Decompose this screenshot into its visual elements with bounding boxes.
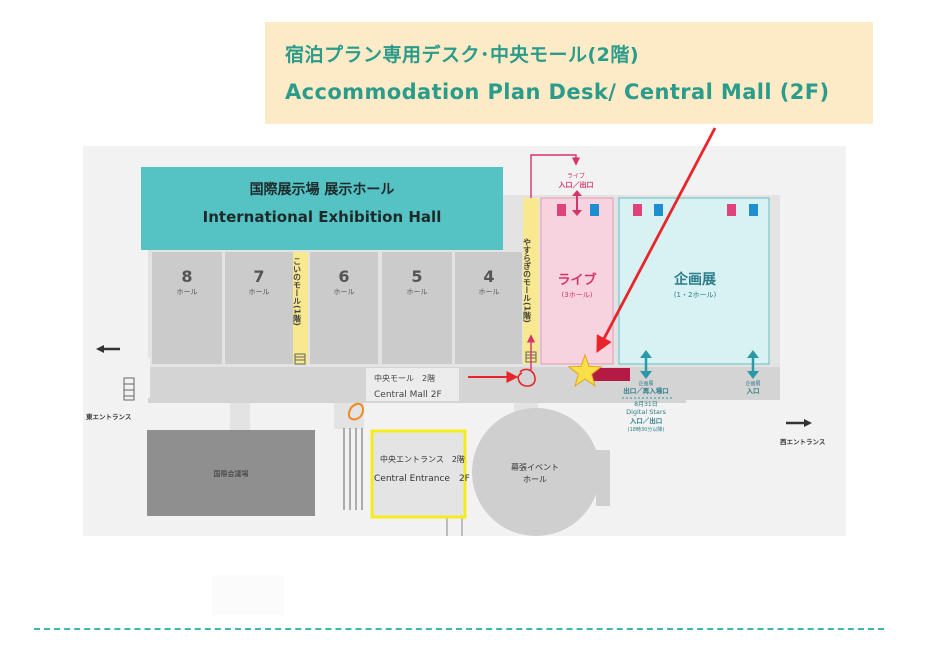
live-entrance-route <box>530 154 581 198</box>
hall-8-number: 8 <box>181 267 192 286</box>
callout-title-en: Accommodation Plan Desk/ Central Mall (2… <box>285 80 830 104</box>
exit-reentry-label-top: 企画展 <box>638 380 653 387</box>
makuhari-event-hall <box>472 408 600 536</box>
hall-8: 8 ホール <box>152 252 222 364</box>
section-divider <box>34 628 884 630</box>
conference-hall-label: 国際会議場 <box>214 469 249 478</box>
central-mall-corridor <box>148 367 780 403</box>
restroom-icon <box>557 204 566 216</box>
connector-east <box>230 403 250 431</box>
banner-title-jp: 国際展示場 展示ホール <box>250 181 395 198</box>
central-mall-label-jp: 中央モール 2階 <box>374 373 435 383</box>
hall-7-label: ホール <box>249 288 270 296</box>
live-entry-label-bottom: 入口／出口 <box>558 180 594 189</box>
kikaku-exhibition-zone: 企画展 (1・2ホール) <box>618 197 770 365</box>
live-entry-label-top: ライブ <box>567 172 585 180</box>
kikaku-entry-label-bottom: 入口 <box>746 387 760 395</box>
restroom-icon <box>749 204 758 216</box>
live-zone: ライブ (3ホール) <box>540 190 614 365</box>
stairs-icon <box>294 353 306 365</box>
entrance-stairs <box>343 428 363 510</box>
hall-5-number: 5 <box>411 267 422 286</box>
digital-time: (18時30分以降) <box>628 426 665 433</box>
accommodation-desk-callout: 宿泊プラン専用デスク･中央モール(2階) Accommodation Plan … <box>265 22 873 124</box>
central-entrance-label-en: Central Entrance 2F <box>374 474 470 484</box>
restroom-icon <box>727 204 736 216</box>
callout-pointer-arrow <box>596 127 717 353</box>
handdrawn-circle-orange <box>347 402 365 421</box>
yasuragi-mall: やすらぎのモール(1階) <box>523 198 539 364</box>
restroom-icon <box>590 204 599 216</box>
digital-stars-note: 8月31日 Digital Stars 入口／出口 (18時30分以降) <box>622 397 672 433</box>
hall-4-label: ホール <box>479 288 500 296</box>
handdrawn-circle-red <box>517 368 536 387</box>
hall-7-number: 7 <box>253 267 264 286</box>
yasuragi-mall-label: やすらぎのモール(1階) <box>523 237 532 323</box>
west-wing <box>686 400 781 434</box>
kokoi-mall-label: こいのモール(1階) <box>293 257 302 326</box>
hall-6-number: 6 <box>338 267 349 286</box>
kokoi-mall: こいのモール(1階) <box>293 252 308 365</box>
restroom-icon <box>633 204 642 216</box>
kikaku-entry-arrow <box>747 350 759 379</box>
hall-5: 5 ホール <box>382 252 452 364</box>
hall-5-label: ホール <box>407 288 428 296</box>
kikaku-entry-label-top: 企画展 <box>745 380 760 387</box>
kikaku-sub: (1・2ホール) <box>674 291 717 299</box>
hall-6-label: ホール <box>334 288 355 296</box>
central-entrance-label-jp: 中央エントランス 2階 <box>380 454 465 464</box>
live-zone-sub: (3ホール) <box>562 291 593 299</box>
exit-reentry-label-bottom: 出口／再入場口 <box>623 386 669 395</box>
event-hall-label-top: 幕張イベント <box>511 462 559 472</box>
central-entrance <box>372 430 464 516</box>
hall-8-label: ホール <box>177 288 198 296</box>
digital-entry: 入口／出口 <box>629 416 663 425</box>
west-entrance-label: 西エントランス <box>780 438 825 446</box>
kikaku-label: 企画展 <box>673 271 716 288</box>
digital-name: Digital Stars <box>626 408 666 416</box>
east-entrance-label: 東エントランス <box>86 412 131 421</box>
banner-title-en: International Exhibition Hall <box>203 208 442 226</box>
hall-4-number: 4 <box>483 267 494 286</box>
callout-title-jp: 宿泊プラン専用デスク･中央モール(2階) <box>285 44 640 66</box>
accommodation-desk-marker <box>590 368 630 381</box>
star-marker-icon <box>567 353 603 388</box>
blank-placeholder <box>212 575 284 615</box>
hall-6: 6 ホール <box>310 252 378 364</box>
central-mall-label-box <box>366 368 459 401</box>
central-mall-label-en: Central Mall 2F <box>374 390 442 400</box>
central-entrance-highlight <box>370 429 467 519</box>
stairs-icon <box>123 377 135 401</box>
live-zone-label: ライブ <box>557 272 596 288</box>
hall-4: 4 ホール <box>455 252 522 364</box>
restroom-icon <box>654 204 663 216</box>
kikaku-exit-arrow <box>640 350 652 379</box>
exhibition-hall-banner: 国際展示場 展示ホール International Exhibition Hal… <box>141 167 503 250</box>
hall-7: 7 ホール <box>225 252 293 364</box>
event-hall-label-bottom: ホール <box>523 475 547 484</box>
conference-hall <box>147 430 315 516</box>
digital-date: 8月31日 <box>634 401 657 408</box>
